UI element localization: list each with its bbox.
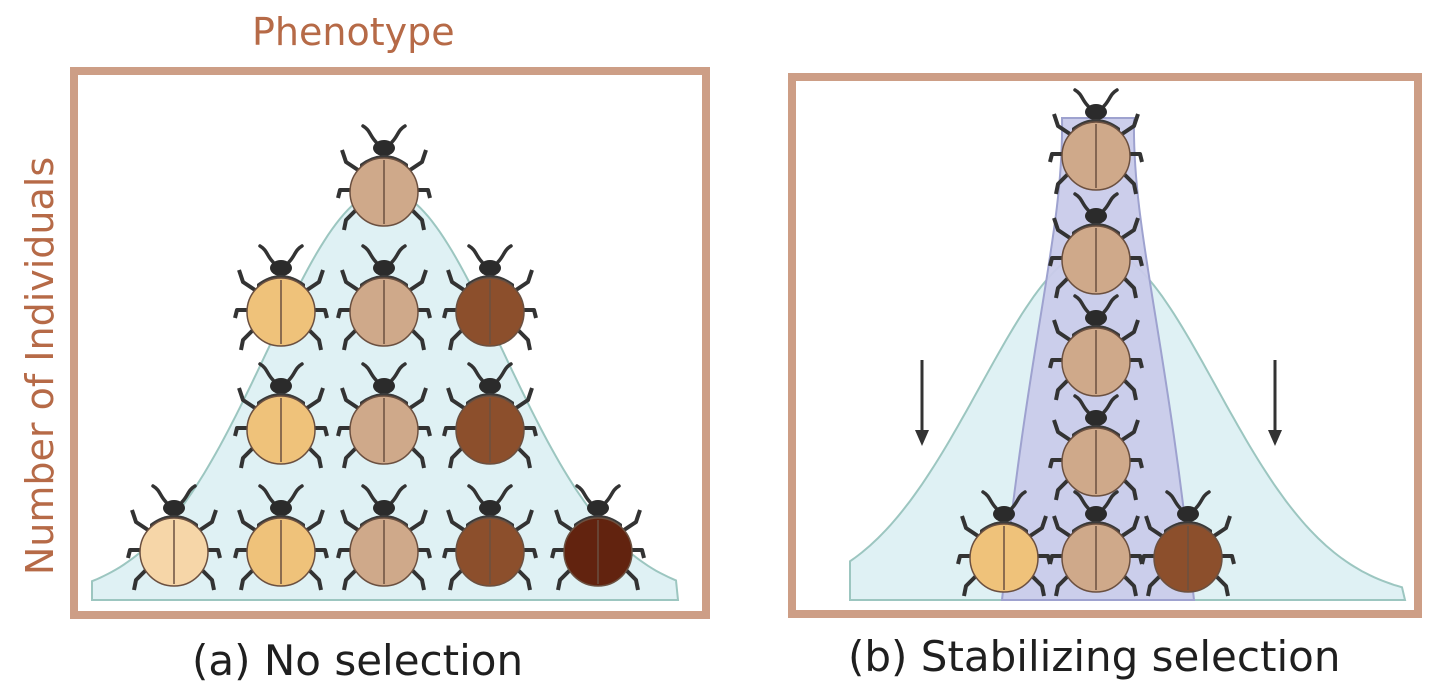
panel-b-caption: (b) Stabilizing selection	[848, 632, 1341, 681]
number-of-individuals-axis-label: Number of Individuals	[18, 156, 62, 576]
down-arrow-left-icon	[915, 360, 929, 446]
panel-a-frame	[70, 67, 710, 619]
phenotype-axis-label: Phenotype	[252, 10, 455, 54]
panel-a-caption: (a) No selection	[192, 636, 524, 685]
panel-b-frame	[788, 73, 1422, 618]
down-arrow-right-icon	[1268, 360, 1282, 446]
panel-a-beetle-medium	[336, 124, 432, 232]
